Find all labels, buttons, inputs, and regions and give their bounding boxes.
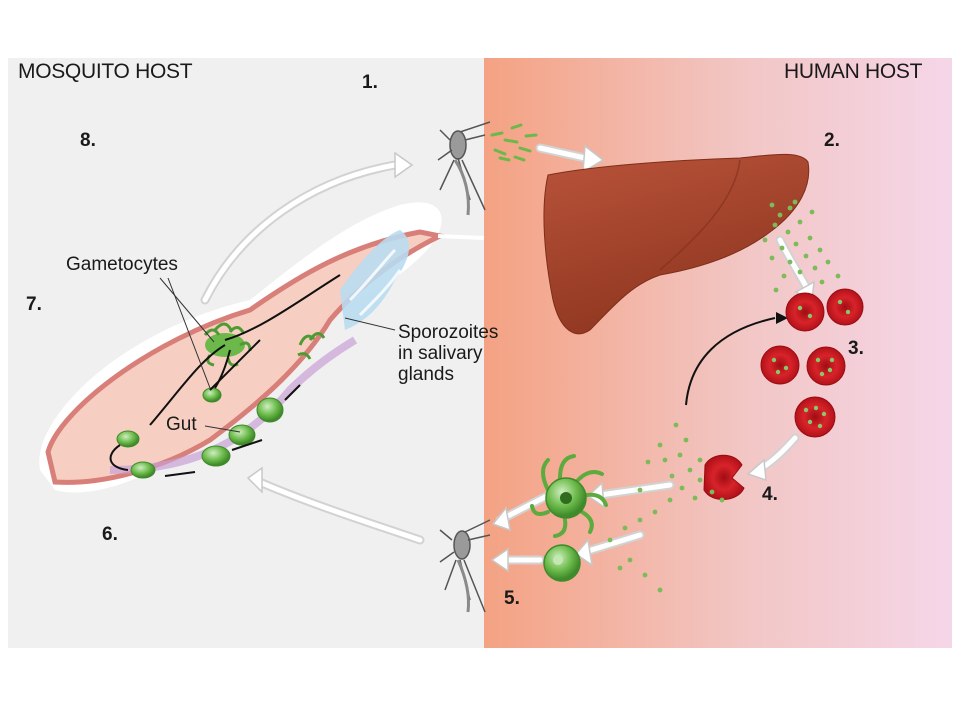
red-blood-cell: [785, 292, 825, 332]
step-4-label: 4.: [762, 484, 778, 505]
gametocytes-label: Gametocytes: [66, 254, 178, 275]
rbc-cycle-arrowhead: [776, 312, 788, 324]
ruptured-red-blood-cell: [703, 454, 745, 500]
sporozoites-label-line-3: glands: [398, 364, 454, 385]
sporozoites-label-line-1: Sporozoites: [398, 322, 499, 343]
step-2-label: 2.: [824, 130, 840, 151]
sporozoites-released: [490, 123, 538, 162]
sporozoites-label-line-2: in salivary: [398, 343, 483, 364]
gut-label: Gut: [166, 414, 197, 435]
cycle-arrowheads: [246, 144, 815, 573]
gut-flow-arrows: [109, 274, 341, 477]
red-blood-cells: [703, 288, 864, 500]
human-host-header: HUMAN HOST: [784, 60, 923, 83]
step-3-label: 3.: [848, 338, 864, 359]
gametocyte-cell: [543, 544, 581, 582]
sporozoites-label: Sporozoites in salivary glands: [398, 322, 498, 385]
step-8-label: 8.: [80, 130, 96, 151]
red-blood-cell: [826, 288, 864, 326]
red-blood-cell: [806, 346, 846, 386]
step-7-label: 7.: [26, 294, 42, 315]
step-6-label: 6.: [102, 524, 118, 545]
mosquito-top-icon: [437, 121, 491, 216]
liver: [543, 153, 810, 335]
label-pointers: [159, 277, 396, 433]
merozoites-released: [607, 422, 725, 593]
rbc-cycle-arrow: [685, 317, 776, 406]
parasites-in-rbc: [771, 299, 851, 429]
mosquito-host-header: MOSQUITO HOST: [18, 60, 193, 83]
red-blood-cell: [760, 345, 800, 385]
merozoites-from-liver: [762, 199, 841, 293]
gametocyte-with-flagella: [530, 454, 608, 538]
red-blood-cell: [794, 396, 836, 438]
step-1-label: 1.: [362, 72, 378, 93]
gut-parasite-cells: [116, 332, 326, 479]
mosquito-bottom-icon: [439, 519, 491, 613]
step-5-label: 5.: [504, 588, 520, 609]
